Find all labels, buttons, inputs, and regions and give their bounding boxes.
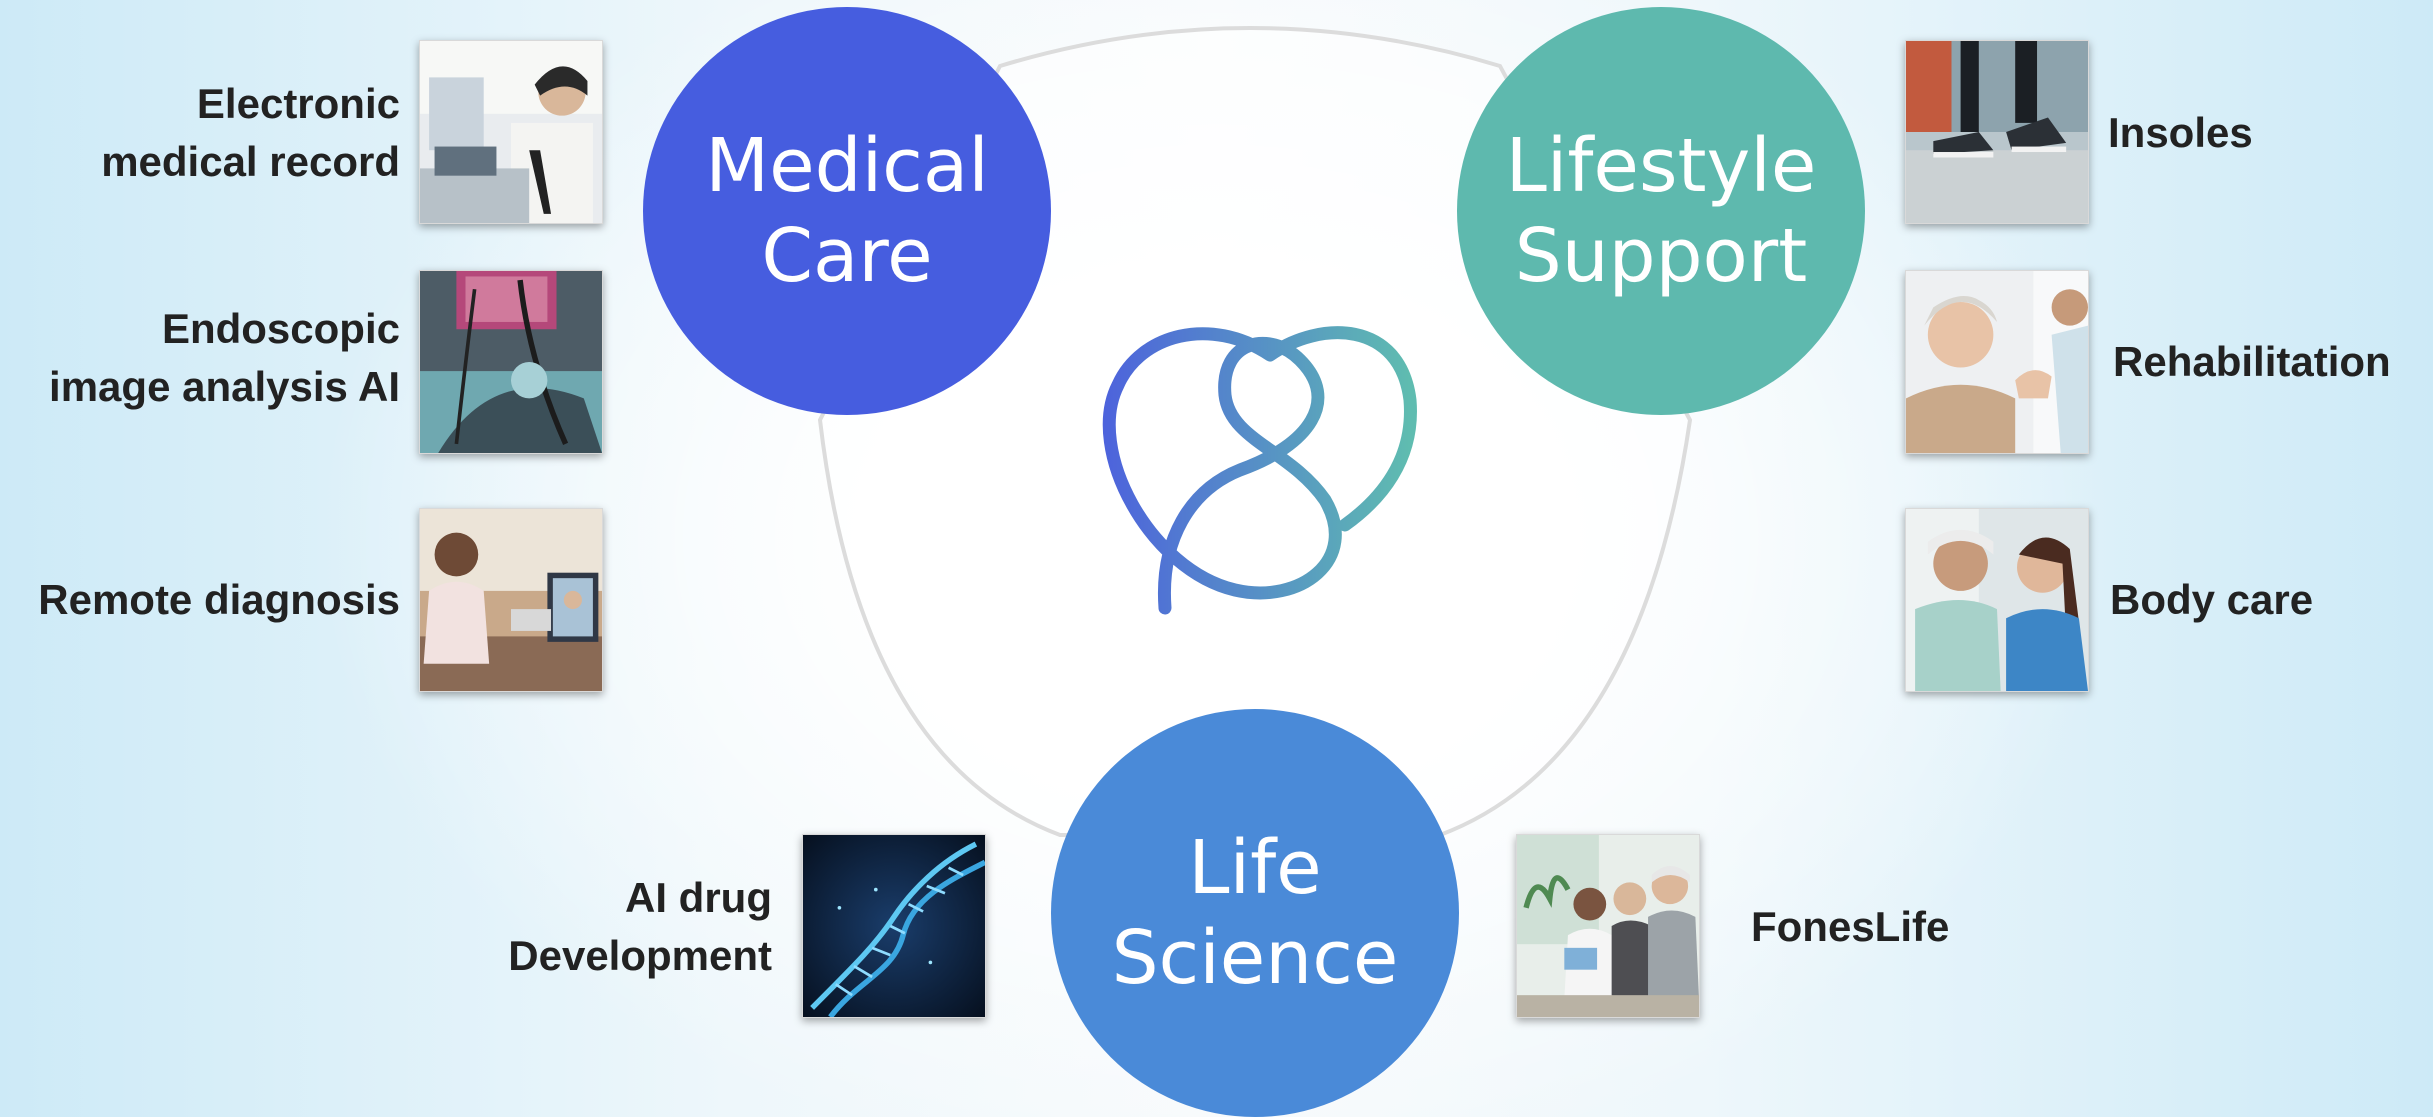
item-electronic-medical-record-label: Electronic medical record — [101, 80, 400, 185]
item-body-care-label: Body care — [2110, 576, 2314, 623]
elderly-care-photo — [1905, 270, 2089, 454]
item-insoles-label: Insoles — [2108, 109, 2253, 156]
doctor-computer-photo — [419, 40, 603, 224]
lifestyle-support-label: Lifestyle Support — [1505, 122, 1817, 299]
lifestyle-support-circle: Lifestyle Support — [1457, 7, 1865, 415]
item-foneslife-label: FonesLife — [1751, 903, 1950, 950]
life-science-label: Life Science — [1111, 824, 1399, 1001]
endoscopy-procedure-photo — [419, 270, 603, 454]
medical-care-label: Medical Care — [705, 122, 989, 299]
nurse-patient-photo — [1905, 508, 2089, 692]
consultation-group-photo — [1516, 834, 1700, 1018]
life-science-circle: Life Science — [1051, 709, 1459, 1117]
item-ai-drug-development-label: AI drug Development — [508, 874, 772, 979]
walking-shoes-photo — [1905, 40, 2089, 224]
medical-care-circle: Medical Care — [643, 7, 1051, 415]
dna-helix-photo — [802, 834, 986, 1018]
item-endoscopic-ai-label: Endoscopic image analysis AI — [49, 305, 400, 410]
video-consultation-photo — [419, 508, 603, 692]
item-rehabilitation-label: Rehabilitation — [2113, 338, 2391, 385]
item-remote-diagnosis-label: Remote diagnosis — [38, 576, 400, 623]
